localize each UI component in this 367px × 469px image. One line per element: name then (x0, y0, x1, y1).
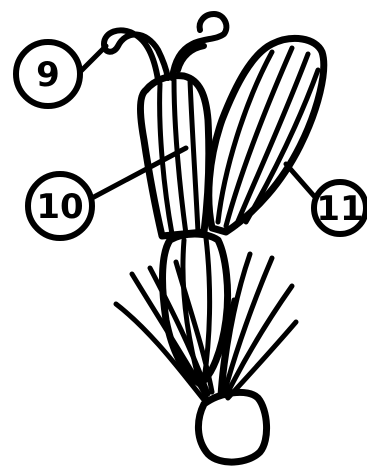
leader-line-9 (80, 46, 106, 72)
callout-9: 9 (16, 42, 106, 106)
label-text-11: 11 (316, 189, 363, 229)
feathery-stigma (104, 14, 226, 80)
seed (198, 392, 266, 462)
label-text-10: 10 (36, 187, 83, 227)
callout-11: 11 (286, 164, 366, 234)
leader-line-11 (286, 164, 314, 196)
label-text-9: 9 (36, 55, 60, 95)
leader-line-10 (92, 148, 186, 198)
anther (209, 38, 324, 232)
